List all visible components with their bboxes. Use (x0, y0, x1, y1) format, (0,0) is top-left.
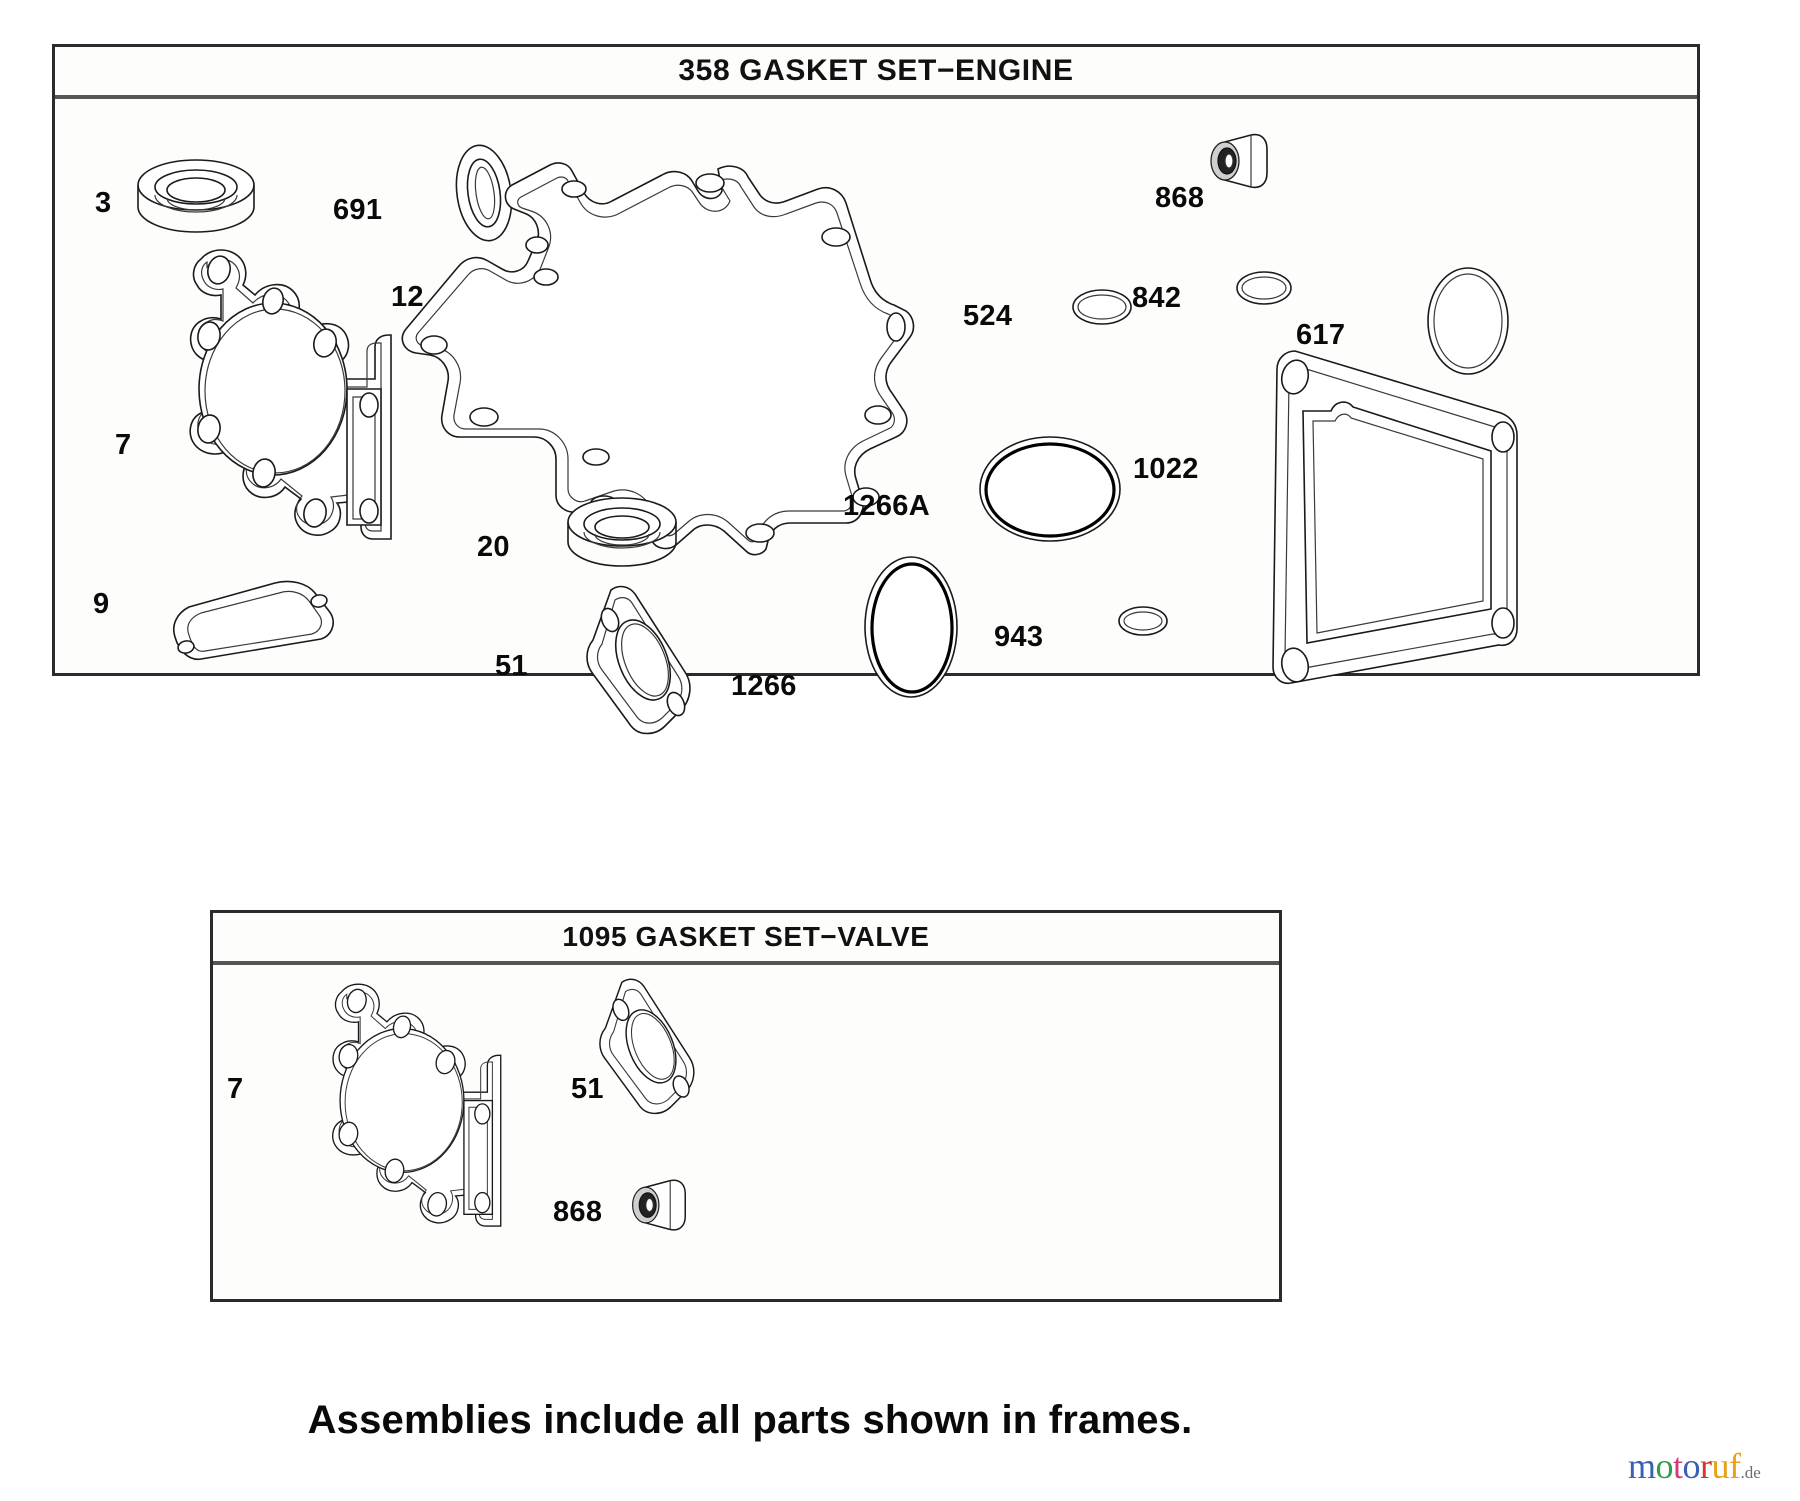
callout-691: 691 (333, 194, 383, 226)
callout-1022: 1022 (1133, 453, 1199, 485)
callout-842: 842 (1132, 282, 1182, 314)
frame-title-valve: 1095 GASKET SET−VALVE (562, 921, 930, 952)
callout-51: 51 (495, 650, 528, 682)
callout-3: 3 (95, 187, 112, 219)
part-seal-ring-3 (131, 155, 261, 250)
part-o-ring-1266 (861, 555, 961, 700)
part-intake-manifold-gasket-51 (583, 584, 703, 744)
callout-7: 7 (115, 429, 132, 461)
part-o-ring-943 (1117, 604, 1169, 638)
frame-title-bar-valve: 1095 GASKET SET−VALVE (213, 913, 1279, 965)
watermark-motoruf: motoruf.de (1628, 1448, 1761, 1484)
part-crankcase-cover-gasket-12 (400, 159, 920, 559)
watermark-letter-f: f (1729, 1446, 1741, 1486)
part-cylinder-head-gasket-7-valve (257, 975, 547, 1293)
part-o-ring-1266A (975, 429, 1125, 549)
callout-20: 20 (477, 531, 510, 563)
frame-gasket-set-valve: 1095 GASKET SET−VALVE (210, 910, 1282, 1302)
callout-524: 524 (963, 300, 1013, 332)
callout-12: 12 (391, 281, 424, 313)
callout-868: 868 (1155, 182, 1205, 214)
part-seal-ring-20 (563, 494, 681, 586)
part-cylinder-head-gasket-7 (123, 239, 423, 619)
watermark-letter-u: u (1711, 1446, 1730, 1486)
callout-7-valve: 7 (227, 1073, 244, 1105)
callout-9: 9 (93, 588, 110, 620)
part-valve-cover-gasket-1022 (1255, 347, 1525, 687)
watermark-letter-o1: o (1655, 1446, 1674, 1486)
part-valve-stem-seal-868-valve (625, 1175, 691, 1237)
frame-body-valve: 7 51 868 (213, 965, 1279, 1299)
part-o-ring-524 (1071, 287, 1133, 327)
part-o-ring-617 (1425, 265, 1511, 377)
frame-title-engine: 358 GASKET SET−ENGINE (678, 54, 1074, 87)
watermark-letter-t: t (1673, 1446, 1683, 1486)
callout-1266A: 1266A (843, 490, 930, 522)
frame-title-bar-engine: 358 GASKET SET−ENGINE (55, 47, 1697, 99)
part-oil-seal-691 (443, 141, 525, 246)
callout-617: 617 (1296, 319, 1346, 351)
part-valve-stem-seal-868 (1203, 129, 1273, 195)
callout-1266: 1266 (731, 670, 797, 702)
callout-51-valve: 51 (571, 1073, 604, 1105)
watermark-letter-r: r (1700, 1446, 1712, 1486)
part-o-ring-842 (1235, 269, 1293, 307)
diagram-caption: Assemblies include all parts shown in fr… (307, 1398, 1193, 1442)
callout-943: 943 (994, 621, 1044, 653)
watermark-letter-o2: o (1682, 1446, 1701, 1486)
frame-body-engine: 3 691 12 868 524 842 617 7 1266A 1022 9 … (55, 99, 1697, 735)
watermark-letter-m: m (1628, 1446, 1656, 1486)
part-intake-manifold-gasket-51-valve (596, 977, 706, 1123)
watermark-suffix: .de (1740, 1463, 1761, 1482)
callout-868-valve: 868 (553, 1196, 603, 1228)
part-breather-gasket-9 (165, 577, 345, 663)
frame-gasket-set-engine: 358 GASKET SET−ENGINE (52, 44, 1700, 735)
